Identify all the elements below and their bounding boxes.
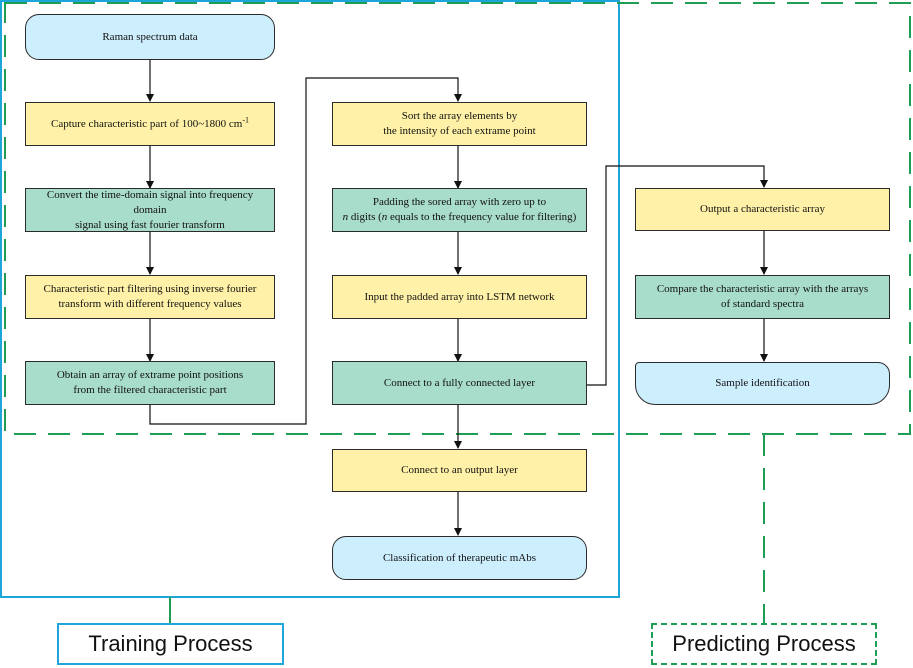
- node-raman-text: Raman spectrum data: [102, 30, 198, 43]
- node-compare-arrays: Compare the characteristic array with th…: [635, 275, 890, 319]
- node-sample-identification: Sample identification: [635, 362, 890, 405]
- node-raman-spectrum-data: Raman spectrum data: [25, 14, 275, 60]
- node-filtering-text: Characteristic part filtering using inve…: [43, 283, 257, 310]
- training-process-label: Training Process: [57, 623, 284, 665]
- node-fully-text: Connect to a fully connected layer: [383, 376, 536, 389]
- node-capture-text: Capture characteristic part of 100~1800 …: [50, 114, 250, 130]
- node-fully-connected-layer: Connect to a fully connected layer: [332, 361, 587, 405]
- node-compare-text: Compare the characteristic array with th…: [656, 283, 869, 310]
- node-convert-text: Convert the time-domain signal into freq…: [46, 188, 254, 231]
- training-frame: [0, 0, 620, 598]
- node-output-characteristic-array: Output a characteristic array: [635, 188, 890, 231]
- arrow-obtain-to-sort: [149, 77, 462, 425]
- node-classification: Classification of therapeutic mAbs: [332, 536, 587, 580]
- predicting-process-label: Predicting Process: [651, 623, 877, 665]
- node-characteristic-filtering: Characteristic part filtering using inve…: [25, 275, 275, 319]
- node-obtain-extrame-points: Obtain an array of extrame point positio…: [25, 361, 275, 405]
- node-output-layer: Connect to an output layer: [332, 449, 587, 492]
- node-obtain-text: Obtain an array of extrame point positio…: [56, 369, 244, 396]
- node-output-array-text: Output a characteristic array: [700, 203, 825, 215]
- node-output-layer-text: Connect to an output layer: [401, 464, 518, 476]
- node-sample-text: Sample identification: [715, 377, 810, 389]
- node-capture-characteristic-part: Capture characteristic part of 100~1800 …: [25, 102, 275, 146]
- node-input-lstm: Input the padded array into LSTM network: [332, 275, 587, 319]
- node-lstm-text: Input the padded array into LSTM network: [364, 290, 555, 303]
- node-classification-text: Classification of therapeutic mAbs: [382, 551, 537, 564]
- arrow-fully-to-output-array: [587, 165, 768, 386]
- node-convert-fft: Convert the time-domain signal into freq…: [25, 188, 275, 232]
